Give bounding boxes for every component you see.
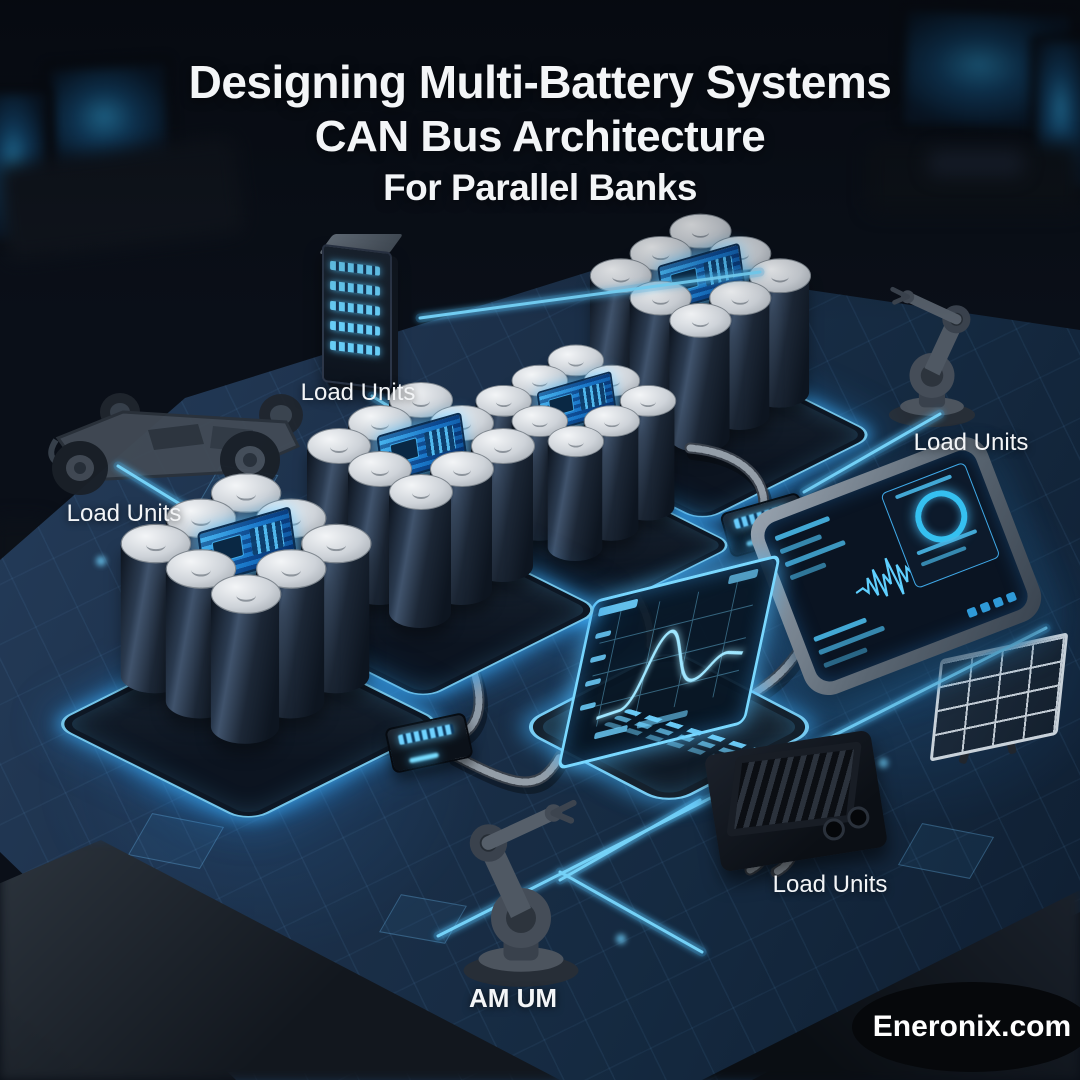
cell-terminal-mark (640, 396, 656, 408)
screen-icon (1005, 591, 1018, 604)
screen-text-line (789, 562, 827, 581)
watermark-text: Eneronix.com (872, 1010, 1072, 1043)
junction-light (408, 752, 440, 764)
cell-terminal-mark (453, 464, 471, 476)
label-load-units-chassis: Load Units (66, 500, 182, 527)
battery-cell (210, 574, 282, 748)
cell-terminal-mark (330, 441, 348, 453)
robot-arm-icon (428, 788, 614, 988)
battery-cell-body (210, 592, 280, 744)
cell-terminal-mark (281, 563, 302, 577)
cell-terminal-mark (236, 589, 256, 602)
label-load-units-rack: Load Units (300, 379, 416, 406)
screen-icon (979, 601, 992, 614)
cell-terminal-mark (371, 418, 389, 430)
screen-icon (966, 606, 978, 619)
junction-label-glow (397, 723, 455, 746)
cell-terminal-mark (146, 538, 166, 552)
cell-terminal-mark (567, 437, 584, 448)
cell-terminal-mark (326, 538, 347, 552)
screen-icon (992, 596, 1005, 609)
watermark-badge: Eneronix.com (852, 982, 1080, 1072)
ring-gauge-icon (907, 482, 975, 551)
label-load-units-box: Load Units (772, 871, 888, 898)
cell-terminal-mark (236, 488, 256, 501)
cell-terminal-mark (191, 513, 211, 526)
page-title: Designing Multi-Battery Systems CAN Bus … (0, 54, 1080, 212)
screen-text-line (818, 625, 886, 656)
cell-terminal-mark (494, 441, 512, 453)
battery-cell-top (210, 574, 282, 614)
cell-terminal-mark (567, 356, 584, 367)
title-line-2: CAN Bus Architecture (314, 112, 766, 161)
label-am-um: AM UM (468, 983, 558, 1013)
cell-terminal-mark (191, 563, 211, 577)
title-line-1: Designing Multi-Battery Systems (188, 56, 892, 108)
cell-terminal-mark (412, 487, 430, 499)
cell-terminal-mark (604, 417, 620, 428)
title-line-3: For Parallel Banks (383, 167, 697, 208)
label-load-units-robot: Load Units (913, 429, 1029, 456)
